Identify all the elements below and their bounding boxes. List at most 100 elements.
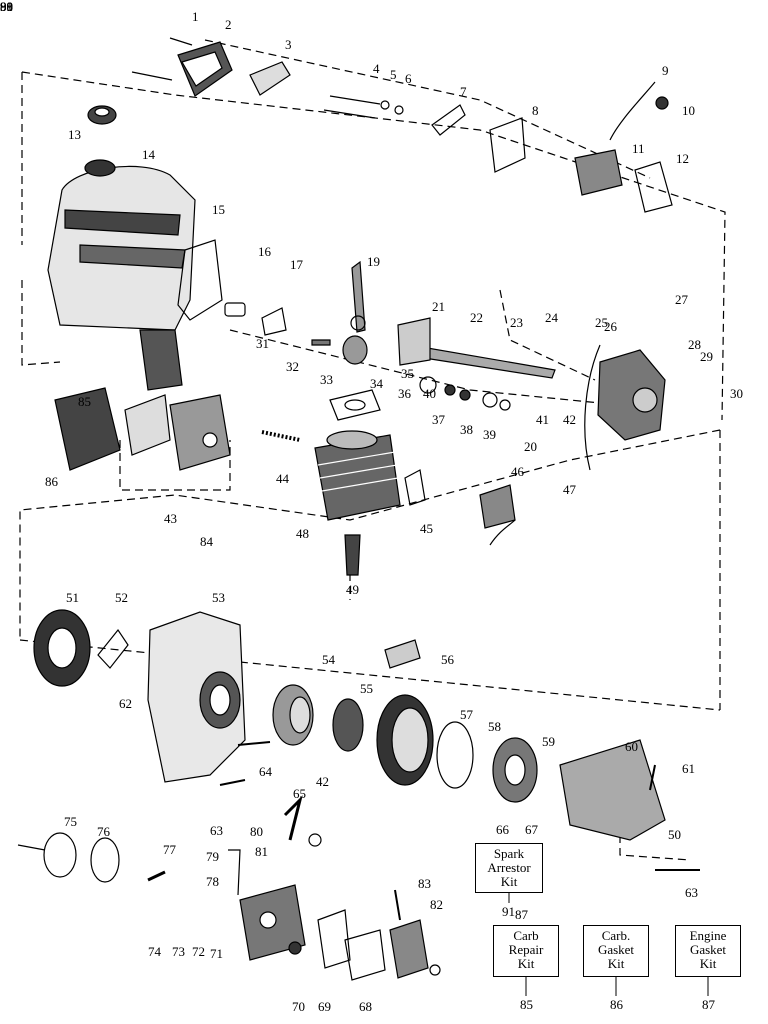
part-cover <box>131 37 233 97</box>
kit-number: 91 <box>502 904 515 919</box>
part-number-label: 53 <box>212 590 225 605</box>
part-number-label: 63 <box>685 885 698 900</box>
part-number-label: 6 <box>405 71 412 86</box>
spark-arrestor-kit-box: Spark Arrestor Kit <box>475 843 543 893</box>
part-number-label: 67 <box>525 822 538 837</box>
part-number-label: 22 <box>470 310 483 325</box>
part-number-label: 14 <box>142 147 155 162</box>
part-number-label: 38 <box>460 422 473 437</box>
part-number-label: 57 <box>460 707 473 722</box>
kit-label-line: Arrestor <box>487 860 531 875</box>
part-number-label: 15 <box>212 202 225 217</box>
part-number-label: 37 <box>432 412 445 427</box>
part-number-label: 45 <box>420 521 433 536</box>
part-number-label: 10 <box>682 103 695 118</box>
part-number-label: 36 <box>398 386 411 401</box>
part-number-label: 85 <box>78 394 91 409</box>
part-number-label: 44 <box>276 471 289 486</box>
part-number-label: 30 <box>730 386 743 401</box>
part-number-label: 8 <box>532 103 539 118</box>
part-number-label: 47 <box>563 482 576 497</box>
part-number-label: 19 <box>367 254 380 269</box>
part-number-label: 25 <box>595 315 608 330</box>
kit-label-line: Kit <box>699 956 717 971</box>
part-number-label: 49 <box>346 582 359 597</box>
part-number-label: 87 <box>515 907 528 922</box>
part-number-label: 59 <box>542 734 555 749</box>
kit-label-line: Repair <box>508 942 544 957</box>
part-number-label: 55 <box>360 681 373 696</box>
kit-label-line: Carb <box>513 928 539 943</box>
part-number-label: 66 <box>496 822 509 837</box>
part-number-label: 76 <box>97 824 110 839</box>
kit-number: 85 <box>520 997 533 1012</box>
part-number-label: 51 <box>66 590 79 605</box>
part-number-label: 86 <box>45 474 58 489</box>
part-number-label: 79 <box>206 849 219 864</box>
part-number-label: 43 <box>164 511 177 526</box>
part-number-label: 72 <box>192 944 205 959</box>
part-number-label: 17 <box>290 257 303 272</box>
kit-label-line: Carb. <box>601 928 631 943</box>
part-number-label: 65 <box>293 786 306 801</box>
part-air-filter <box>124 394 231 471</box>
part-number-label: 42 <box>316 774 329 789</box>
part-number-label: 74 <box>148 944 161 959</box>
part-number-label: 13 <box>68 127 81 142</box>
part-number-label: 2 <box>225 17 232 32</box>
part-number-label: 50 <box>668 827 681 842</box>
part-number-label: 9 <box>662 63 669 78</box>
part-number-label: 42 <box>563 412 576 427</box>
carb-gasket-kit-box: Carb. Gasket Kit <box>583 925 649 977</box>
assembly-outline-lines <box>19 39 726 861</box>
part-number-label: 16 <box>258 244 271 259</box>
kit-label-line: Spark <box>493 846 525 861</box>
part-number-label: 20 <box>524 439 537 454</box>
part-number-label: 46 <box>511 464 524 479</box>
part-number-label: 35 <box>401 366 414 381</box>
part-number-label: 71 <box>210 946 223 961</box>
part-number-label: 12 <box>676 151 689 166</box>
part-number-label: 84 <box>200 534 213 549</box>
part-number-label: 90 <box>0 0 13 14</box>
part-number-label: 4 <box>373 61 380 76</box>
part-flywheel <box>33 609 91 687</box>
part-number-label: 75 <box>64 814 77 829</box>
part-drum <box>376 694 434 786</box>
part-number-label: 11 <box>632 141 645 156</box>
kit-label-line: Engine <box>689 928 727 943</box>
part-number-label: 29 <box>700 349 713 364</box>
part-number-label: 89 <box>0 0 13 14</box>
part-number-label: 58 <box>488 719 501 734</box>
carb-repair-kit-box: Carb Repair Kit <box>493 925 559 977</box>
kit-number: 86 <box>610 997 623 1012</box>
part-number-label: 60 <box>625 739 638 754</box>
kit-label-line: Kit <box>607 956 625 971</box>
part-fuel-tank <box>47 159 196 391</box>
part-number-label: 78 <box>206 874 219 889</box>
part-number-label: 3 <box>285 37 292 52</box>
part-number-label: 27 <box>675 292 688 307</box>
part-number-label: 40 <box>423 386 436 401</box>
part-bracket <box>249 61 291 96</box>
part-number-label: 24 <box>545 310 558 325</box>
kit-label-line: Gasket <box>597 942 635 957</box>
part-number-label: 70 <box>292 999 305 1014</box>
part-carburetor <box>239 884 306 961</box>
part-number-label: 64 <box>259 764 272 779</box>
part-number-label: 68 <box>359 999 372 1014</box>
part-number-label: 41 <box>536 412 549 427</box>
part-number-label: 28 <box>688 337 701 352</box>
part-number-label: 73 <box>172 944 185 959</box>
part-number-label: 7 <box>460 84 467 99</box>
part-number-label: 83 <box>418 876 431 891</box>
part-number-label: 77 <box>163 842 176 857</box>
part-number-label: 48 <box>296 526 309 541</box>
part-number-label: 63 <box>210 823 223 838</box>
part-engine-housing <box>147 611 246 783</box>
part-number-label: 39 <box>483 427 496 442</box>
kit-label-line: Kit <box>500 874 518 889</box>
part-number-label: 34 <box>370 376 383 391</box>
